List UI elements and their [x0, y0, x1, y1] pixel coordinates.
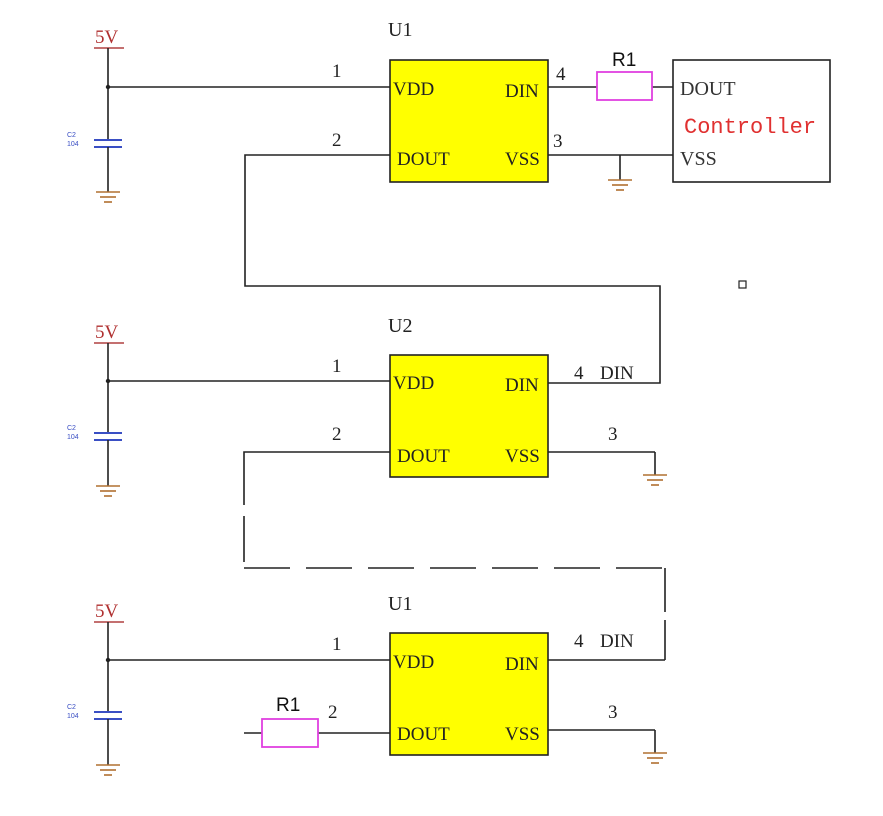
stage-2-chip — [389, 354, 549, 478]
stage-2-ground-icon — [96, 485, 120, 497]
marker-square — [738, 280, 747, 289]
stage-3-din-net-label: DIN — [600, 631, 634, 652]
stage-2-cap-value: 104 — [67, 434, 79, 441]
stage-1-pin-number-3: 3 — [553, 131, 563, 152]
stage-2-pin-number-1: 1 — [332, 356, 342, 377]
stage-1-pin-number-1: 1 — [332, 61, 342, 82]
stage-2-pin-din: DIN — [505, 375, 539, 396]
stage-1-pin-number-4: 4 — [556, 64, 566, 85]
stage-2-cap-name: C2 — [67, 425, 76, 432]
controller-box — [672, 59, 831, 183]
stage-1-power-network — [94, 47, 124, 203]
stage-3-chip — [389, 632, 549, 756]
stage-2-ref: U2 — [388, 315, 412, 337]
stage-1-resistor — [596, 71, 653, 101]
stage-2-power-label: 5V — [95, 322, 119, 343]
controller-label: Controller — [684, 115, 816, 140]
stage-3-vss-ground-icon — [643, 752, 667, 764]
stage-1-chip — [389, 59, 549, 183]
stage-2-vss-ground-icon — [643, 474, 667, 486]
stage-1-cap-name: C2 — [67, 132, 76, 139]
stage-1-vss-ground-icon — [608, 179, 632, 191]
stage-1-pin-number-2: 2 — [332, 130, 342, 151]
stage-1-pin-dout: DOUT — [397, 149, 450, 170]
stage-1-cap-value: 104 — [67, 141, 79, 148]
stage-3-pin-vss: VSS — [505, 724, 540, 745]
chain-continuation — [243, 516, 666, 660]
controller-vss-label: VSS — [680, 148, 717, 170]
stage-3-pin-dout: DOUT — [397, 724, 450, 745]
stage-3: 5V C2 104 R1 U1 VDD DOUT DIN VSS 1 2 3 4… — [67, 593, 667, 776]
stage-2-pin-vss: VSS — [505, 446, 540, 467]
stage-3-pin-number-3: 3 — [608, 702, 618, 723]
stage-3-ground-icon — [96, 764, 120, 776]
stage-1-to-stage-2-wire — [244, 154, 661, 384]
stage-2: 5V C2 104 U2 VDD DOUT DIN VSS 1 2 3 4 DI… — [67, 315, 667, 505]
stage-3-pin-number-4: 4 — [574, 631, 584, 652]
stage-3-pin-vdd: VDD — [393, 652, 434, 673]
stage-1-pin-vss: VSS — [505, 149, 540, 170]
stage-1: 5V C2 104 R1 U1 VDD DOUT DIN VSS 1 2 3 4 — [67, 19, 673, 384]
stage-2-pin-vdd: VDD — [393, 373, 434, 394]
stage-3-power-label: 5V — [95, 601, 119, 622]
stage-1-resistor-label: R1 — [612, 50, 636, 71]
stage-2-pin-dout: DOUT — [397, 446, 450, 467]
controller-dout-label: DOUT — [680, 78, 736, 100]
stage-2-pin-number-2: 2 — [332, 424, 342, 445]
stage-2-din-net-label: DIN — [600, 363, 634, 384]
stage-3-pin-number-1: 1 — [332, 634, 342, 655]
stage-3-power-network — [94, 621, 124, 776]
stage-2-pin-number-4: 4 — [574, 363, 584, 384]
stage-2-power-network — [94, 342, 124, 497]
controller-block: DOUT Controller VSS — [672, 59, 831, 183]
stage-1-ref: U1 — [388, 19, 412, 41]
stage-1-pin-din: DIN — [505, 81, 539, 102]
stage-3-resistor — [261, 718, 319, 748]
stage-3-pin-number-2: 2 — [328, 702, 338, 723]
stage-3-cap-name: C2 — [67, 704, 76, 711]
stage-1-pin-vdd: VDD — [393, 79, 434, 100]
stage-2-dout-wire — [243, 451, 390, 505]
stage-3-ref: U1 — [388, 593, 412, 615]
stage-3-pin-din: DIN — [505, 654, 539, 675]
stage-1-ground-icon — [96, 191, 120, 203]
stage-1-power-label: 5V — [95, 27, 119, 48]
stage-3-resistor-label: R1 — [276, 695, 300, 716]
stage-3-cap-value: 104 — [67, 713, 79, 720]
stage-2-pin-number-3: 3 — [608, 424, 618, 445]
